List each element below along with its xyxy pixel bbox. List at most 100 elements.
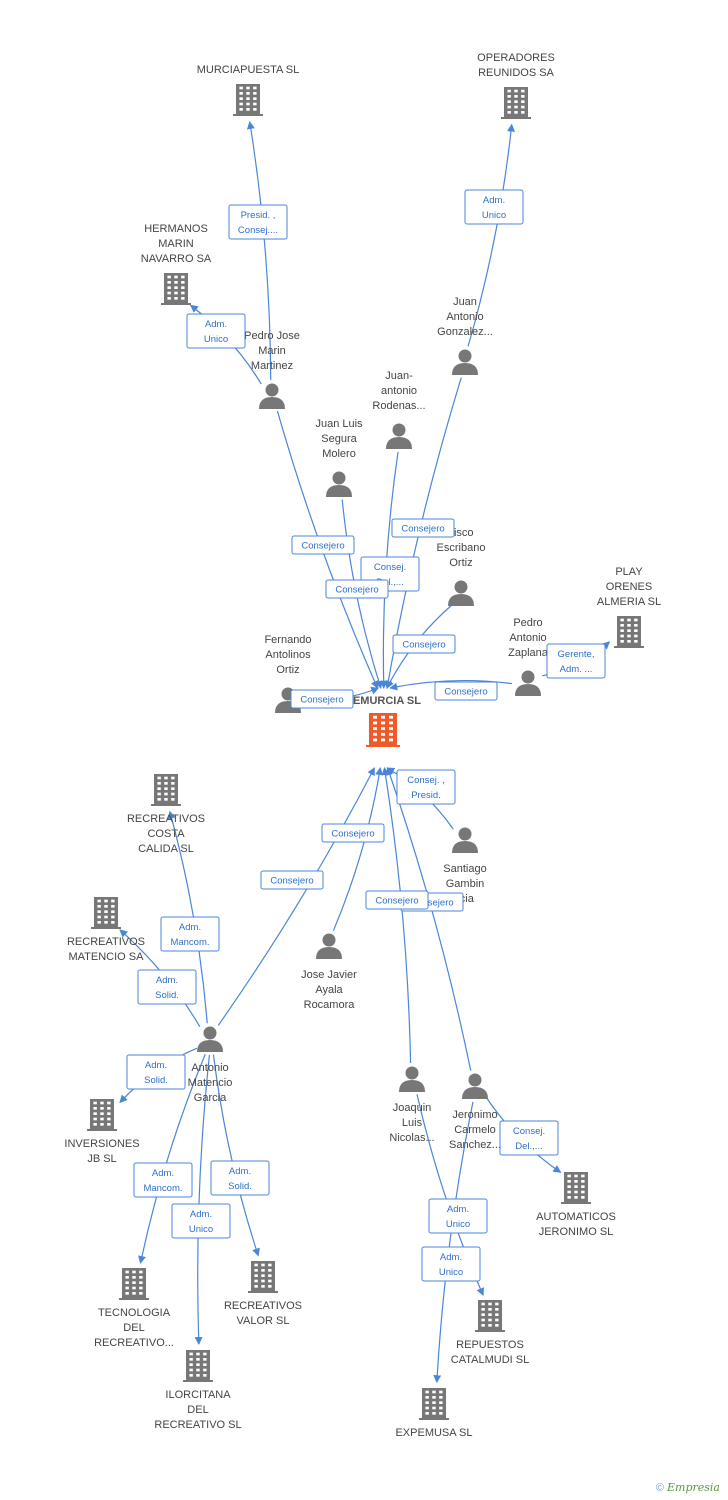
relation-label[interactable]: Presid. ,Consej.... bbox=[228, 204, 288, 240]
relation-label-text: Adm. bbox=[229, 1166, 251, 1177]
node-label: COSTA bbox=[147, 828, 185, 840]
relation-label-text: Adm. ... bbox=[560, 664, 593, 675]
edge-antonio_matencio-recreativos_valor bbox=[212, 1054, 260, 1257]
relation-label[interactable]: Adm.Solid. bbox=[126, 1054, 186, 1090]
relation-label-text: Adm. bbox=[156, 975, 178, 986]
relation-label[interactable]: Adm.Unico bbox=[171, 1203, 231, 1239]
relation-label[interactable]: Consejero bbox=[434, 681, 498, 701]
building-icon bbox=[151, 774, 181, 806]
relation-label-text: Adm. bbox=[440, 1252, 462, 1263]
relation-label[interactable]: Gerente,Adm. ... bbox=[546, 643, 606, 679]
relation-label-text: Mancom. bbox=[170, 937, 209, 948]
relation-label[interactable]: Consejero bbox=[392, 634, 456, 654]
relation-label[interactable]: Adm. Solid. bbox=[210, 1160, 270, 1196]
edge-antonio_matencio-remurcia bbox=[217, 767, 375, 1026]
node-juan_antonio_g[interactable]: JuanAntonioGonzalez... bbox=[437, 296, 493, 375]
node-label: HERMANOS bbox=[144, 223, 208, 235]
relation-label-text: Unico bbox=[439, 1267, 463, 1278]
node-label: Juan Luis bbox=[315, 418, 363, 430]
node-label: Pedro bbox=[513, 617, 542, 629]
relation-label-text: Solid. bbox=[228, 1181, 252, 1192]
relation-label-text: Adm. bbox=[483, 195, 505, 206]
relation-label-text: Consej. , bbox=[407, 775, 445, 786]
edges-layer bbox=[119, 120, 611, 1384]
node-recreativos_valor[interactable]: RECREATIVOS VALOR SL bbox=[224, 1261, 302, 1327]
relation-label-text: Unico bbox=[482, 210, 506, 221]
building-icon bbox=[161, 273, 191, 305]
node-murciapuesta[interactable]: MURCIAPUESTA SL bbox=[197, 64, 300, 116]
relation-label[interactable]: Consejero bbox=[290, 689, 354, 709]
relation-label-text: Adm. bbox=[152, 1168, 174, 1179]
edge-jose_javier-remurcia bbox=[332, 767, 384, 931]
relation-label[interactable]: Consejero bbox=[325, 579, 389, 599]
relation-label[interactable]: Consej. ,Presid. bbox=[396, 769, 456, 805]
node-label: Antonio bbox=[509, 632, 546, 644]
node-label: OPERADORES bbox=[477, 52, 555, 64]
node-juan_antonio_r[interactable]: Juan-antonioRodenas... bbox=[372, 370, 426, 449]
node-label: Zaplana bbox=[508, 647, 549, 659]
relation-label[interactable]: Adm.Mancom. bbox=[133, 1162, 193, 1198]
relation-label[interactable]: Adm.Unico bbox=[428, 1198, 488, 1234]
relation-label-text: Del.,... bbox=[376, 577, 403, 588]
relation-label-text: Consejero bbox=[401, 524, 444, 535]
node-label: Sanchez... bbox=[449, 1139, 501, 1151]
relation-label-text: Consejero bbox=[402, 640, 445, 651]
relation-label[interactable]: Consejero bbox=[365, 890, 429, 910]
footer-brand[interactable]: ©Empresia bbox=[656, 1481, 720, 1494]
relation-label[interactable]: Consejero bbox=[260, 870, 324, 890]
node-label: Jose Javier bbox=[301, 969, 357, 981]
node-jeronimo[interactable]: JeronimoCarmeloSanchez... bbox=[449, 1073, 501, 1152]
node-label: EXPEMUSA SL bbox=[395, 1427, 472, 1439]
building-icon bbox=[366, 713, 400, 747]
node-joaquin[interactable]: JoaquinLuisNicolas... bbox=[389, 1066, 435, 1145]
relation-label-text: Unico bbox=[446, 1219, 470, 1230]
person-icon bbox=[452, 349, 478, 375]
node-label: Escribano bbox=[437, 542, 486, 554]
relation-label[interactable]: Adm.Solid. bbox=[137, 969, 197, 1005]
relation-label[interactable]: Adm.Mancom. bbox=[160, 916, 220, 952]
node-tecnologia[interactable]: TECNOLOGIADELRECREATIVO... bbox=[94, 1268, 174, 1349]
node-label: Pedro Jose bbox=[244, 330, 300, 342]
node-label: Segura bbox=[321, 433, 357, 445]
relation-label-text: Presid. , bbox=[241, 210, 276, 221]
node-label: Molero bbox=[322, 448, 356, 460]
node-label: INVERSIONES bbox=[64, 1138, 139, 1150]
relation-label[interactable]: Consejero bbox=[391, 518, 455, 538]
relation-label-text: Consejero bbox=[375, 896, 418, 907]
node-label: Juan bbox=[453, 296, 477, 308]
node-label: Ortiz bbox=[276, 664, 299, 676]
node-label: Garcia bbox=[194, 1092, 227, 1104]
node-label: VALOR SL bbox=[237, 1315, 290, 1327]
relation-label[interactable]: Consej.Del.,... bbox=[499, 1120, 559, 1156]
relation-label[interactable]: Adm.Unico bbox=[186, 313, 246, 349]
node-label: RECREATIVOS bbox=[224, 1300, 302, 1312]
node-remurcia[interactable]: REMURCIA SL bbox=[345, 695, 421, 747]
relation-label[interactable]: Consejero bbox=[321, 823, 385, 843]
node-label: Luis bbox=[402, 1117, 423, 1129]
relation-label[interactable]: Consejero bbox=[291, 535, 355, 555]
edge-jeronimo-expemusa bbox=[433, 1101, 474, 1384]
relation-label[interactable]: Adm. Unico bbox=[464, 189, 524, 225]
node-label: NAVARRO SA bbox=[141, 253, 212, 265]
node-expemusa[interactable]: EXPEMUSA SL bbox=[395, 1388, 473, 1439]
relation-label[interactable]: Adm. Unico bbox=[421, 1246, 481, 1282]
relation-label-text: Consejero bbox=[444, 687, 487, 698]
